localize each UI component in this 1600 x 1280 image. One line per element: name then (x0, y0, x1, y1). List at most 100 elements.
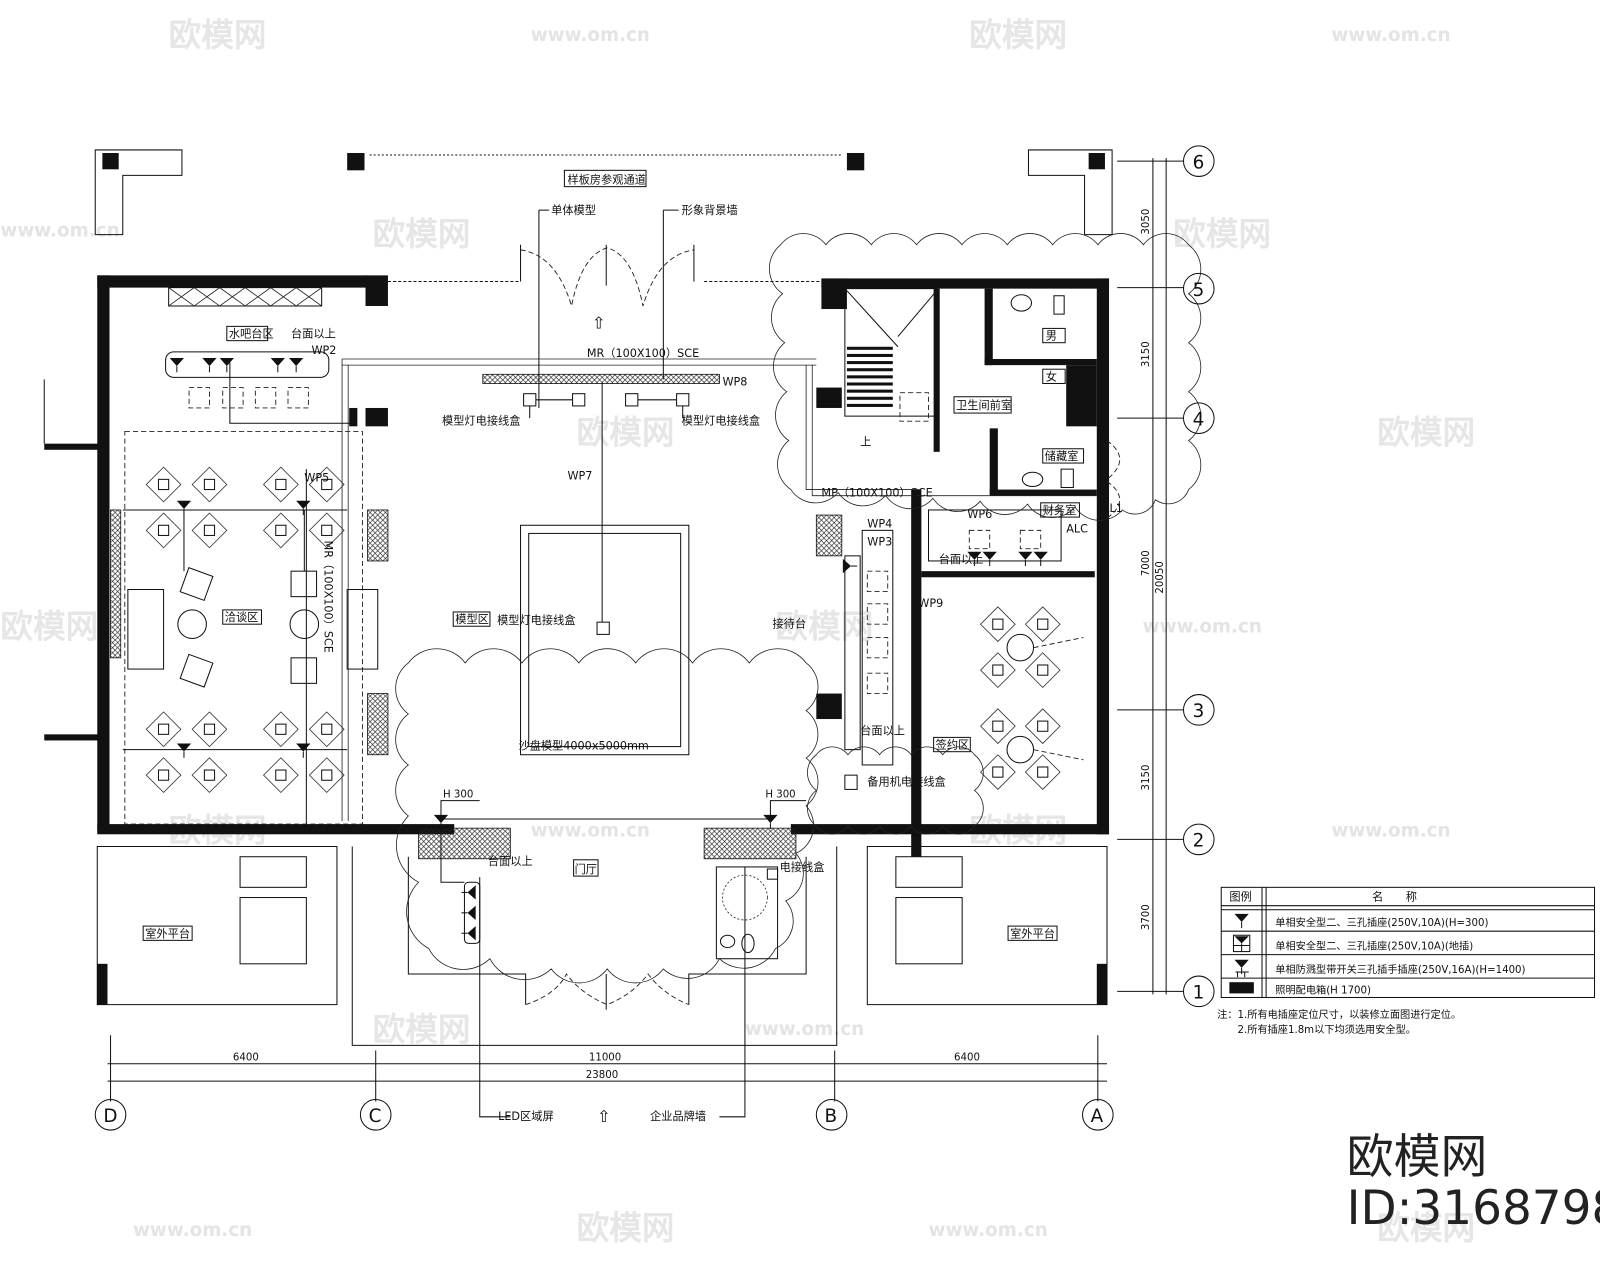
axis-C: C (369, 1106, 382, 1127)
bar-area-label: 水吧台区 (229, 327, 274, 341)
mr-top-label: MR（100X100）SCE (587, 347, 699, 360)
axis-4: 4 (1193, 409, 1205, 430)
watermark-brand: 欧模网 (776, 607, 874, 645)
model-box-1-label: 模型灯电接线盒 (442, 413, 520, 427)
revision-clouds (395, 233, 1202, 984)
watermark-brand: 欧模网 (373, 215, 471, 253)
north-arrow-icon: ⇧ (592, 313, 606, 332)
model-box-center-label: 模型灯电接线盒 (497, 613, 575, 627)
legend-header-name: 名 称 (1372, 890, 1417, 904)
watermark-brand: 欧模网 (1377, 1209, 1475, 1247)
reception-label: 接待台 (772, 616, 806, 630)
dim-6400-right: 6400 (954, 1053, 980, 1064)
legend-row-1: 单相安全型二、三孔插座(250V,10A)(H=300) (1275, 916, 1488, 929)
dim-20050: 20050 (1155, 561, 1166, 593)
stair-tread (846, 382, 893, 386)
elec-box-label: 电接线盒 (780, 860, 825, 874)
wp7-label: WP7 (567, 469, 592, 482)
legend-row-2: 单相安全型二、三孔插座(250V,10A)(地插) (1275, 940, 1473, 953)
wp5-label: WP5 (304, 471, 329, 484)
wp2-label: WP2 (311, 344, 336, 357)
stair-tread (846, 396, 893, 400)
outdoor-right-label: 室外平台 (1010, 926, 1055, 940)
axis-2: 2 (1193, 831, 1205, 852)
restrooms: 男 女 卫生间前室 储藏室 (953, 294, 1121, 519)
unit-model-label: 单体模型 (551, 203, 596, 217)
signing-area: WP6 台面以上 财务室 ALC AL1 签约区 (928, 502, 1123, 790)
axis-6: 6 (1193, 152, 1205, 173)
passage-label-box (563, 169, 647, 188)
wall-socket-icon (1233, 913, 1250, 929)
dimension-lines: 6400 11000 6400 23800 3050 3150 7000 315… (107, 158, 1184, 1102)
hall-top-fixtures: MR（100X100）SCE WP8 单体模型 形象背景墙 模型灯电接线盒 模型… (341, 203, 1097, 822)
watermark-brand: 欧模网 (969, 16, 1067, 54)
negotiation-area: 洽谈区 WP5 MR（100X100）SCE (122, 430, 379, 827)
wp3-label: WP3 (867, 536, 892, 549)
dim-3700: 3700 (1141, 904, 1152, 930)
counter-top-label-2: 台面以上 (860, 723, 905, 737)
stair-tread (846, 403, 893, 407)
dim-3150-bottom: 3150 (1141, 765, 1152, 791)
stair-tread (846, 389, 893, 393)
led-label: LED区域屏 (498, 1110, 554, 1123)
legend-note-1: 注：1.所有电插座定位尺寸，以装修立面图进行定位。 (1217, 1008, 1461, 1021)
restroom-front-label: 卫生间前室 (956, 398, 1012, 412)
wp6-label: WP6 (967, 508, 992, 521)
mr-left-label: MR（100X100）SCE (322, 541, 335, 653)
axis-D: D (103, 1106, 117, 1127)
axis-B: B (824, 1106, 837, 1127)
stairs-up-label: 上 (860, 436, 871, 449)
grid-axes: D C B A 6 5 4 3 2 1 (94, 145, 1215, 1131)
counter-top-label-3: 台面以上 (939, 552, 984, 566)
splashproof-socket-icon (1233, 959, 1250, 978)
dim-11000: 11000 (589, 1053, 621, 1064)
stair-tread (846, 361, 893, 365)
wp9-label: WP9 (918, 597, 943, 610)
stair-tread (846, 353, 893, 357)
watermark-url: www.om.cn (745, 1019, 864, 1040)
watermark-url: www.om.cn (133, 1220, 252, 1241)
walls (43, 244, 1110, 1046)
dim-3050: 3050 (1141, 209, 1152, 235)
finance-label: 财务室 (1043, 503, 1077, 517)
legend-row-4: 照明配电箱(H 1700) (1275, 983, 1371, 996)
counter-top-label-1: 台面以上 (291, 327, 336, 341)
model-box-2-label: 模型灯电接线盒 (682, 413, 760, 427)
negotiation-label: 洽谈区 (225, 611, 259, 624)
revision-cloud (807, 746, 984, 835)
storage-label: 储藏室 (1045, 449, 1079, 463)
stair-tread (846, 368, 893, 372)
image-wall-label: 形象背景墙 (682, 203, 738, 217)
h300-left-label: H 300 (443, 790, 473, 801)
watermark-brand: 欧模网 (169, 16, 267, 54)
counter-top-label-4: 台面以上 (488, 854, 533, 868)
wp4-label: WP4 (867, 517, 892, 530)
stair-tread (846, 346, 893, 350)
watermark-brand: 欧模网 (577, 1209, 675, 1247)
revision-cloud (768, 233, 1202, 521)
watermark-layer: 欧模网 www.om.cn 欧模网 www.om.cn 欧模网 www.om.c… (0, 16, 1475, 1247)
watermark-url: www.om.cn (929, 1220, 1048, 1241)
watermark-url: www.om.cn (531, 820, 650, 841)
axis-3: 3 (1193, 701, 1205, 722)
model-area-label: 模型区 (455, 612, 489, 626)
brand-logo-text: 欧模网 (1347, 1130, 1488, 1185)
dim-6400-left: 6400 (233, 1053, 259, 1064)
dim-3150-top: 3150 (1141, 341, 1152, 367)
distribution-box-icon (1229, 982, 1254, 994)
male-label: 男 (1046, 330, 1057, 343)
wp8-label: WP8 (722, 376, 747, 389)
lobby-label: 门厅 (575, 862, 597, 876)
axis-5: 5 (1193, 280, 1205, 301)
floor-socket-icon (1232, 934, 1251, 953)
outdoor-left-label: 室外平台 (145, 926, 190, 940)
bar-area: 水吧台区 台面以上 WP2 (165, 287, 358, 427)
brand-wall-label: 企业品牌墙 (650, 1109, 706, 1123)
sand-table-label: 沙盘模型4000x5000mm (519, 739, 649, 753)
staircase: 上 (844, 288, 938, 449)
watermark-brand: 欧模网 (1377, 414, 1475, 452)
spare-box-label: 备用机电接线盒 (867, 774, 945, 788)
watermark-url: www.om.cn (1331, 820, 1450, 841)
revision-cloud (395, 648, 819, 984)
